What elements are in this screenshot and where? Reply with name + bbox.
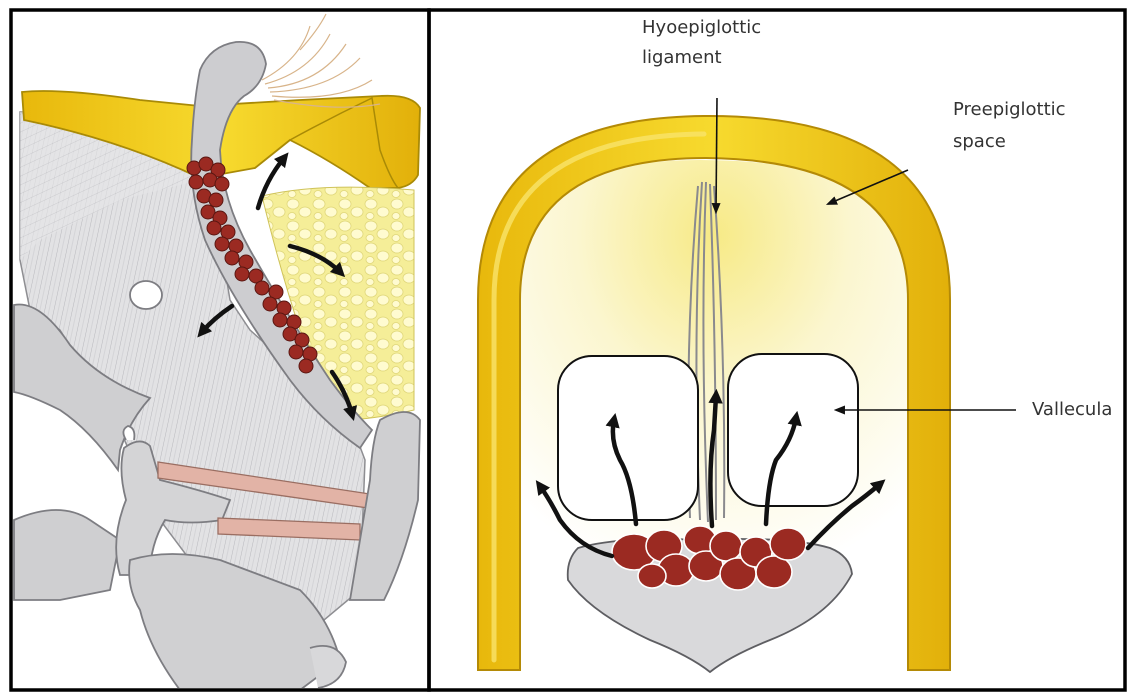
vallecula-left xyxy=(558,356,698,520)
left-panel-sagittal xyxy=(12,12,426,690)
label-preepiglottic-line1: Preepiglottic xyxy=(953,98,1066,122)
right-panel-axial xyxy=(478,98,1016,672)
label-hyoepiglottic-line2: ligament xyxy=(642,46,722,70)
tumor-nodules-right xyxy=(612,526,806,590)
label-preepiglottic-line2: space xyxy=(953,130,1006,154)
label-vallecula: Vallecula xyxy=(1032,398,1112,422)
label-hyoepiglottic-line1: Hyoepiglottic xyxy=(642,16,761,40)
foramen xyxy=(130,281,162,309)
